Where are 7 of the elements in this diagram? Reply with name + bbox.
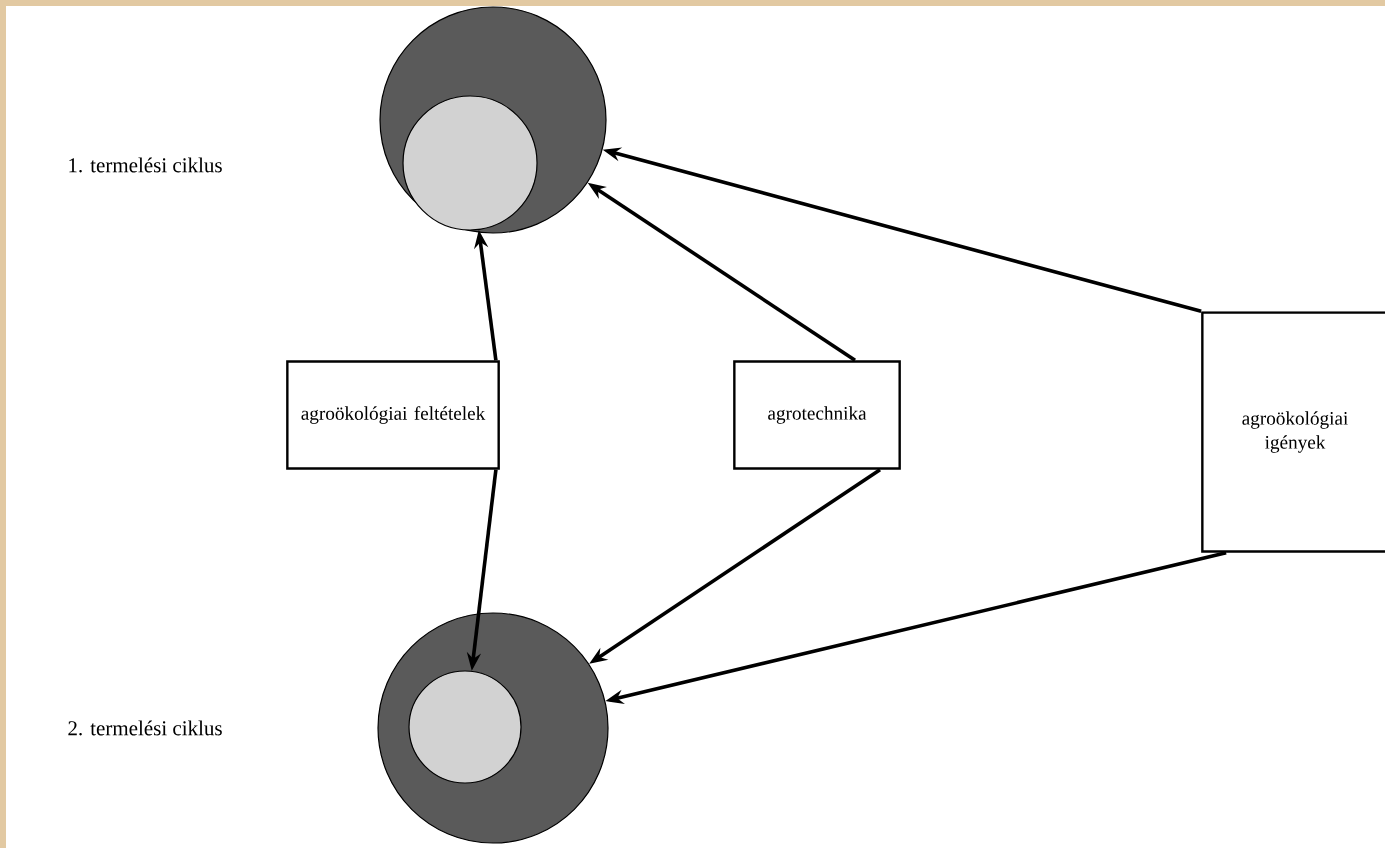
cycle-label: 1. termelési ciklus — [69, 157, 222, 173]
text-box: agroökológiai igények — [1201, 311, 1385, 553]
text-box: agroökológiai feltételek — [286, 360, 500, 470]
core-circle — [402, 95, 538, 231]
text-box: agrotechnika — [733, 360, 901, 470]
core-circle — [408, 670, 522, 784]
cycle-label: 2. termelési ciklus — [68, 720, 222, 736]
